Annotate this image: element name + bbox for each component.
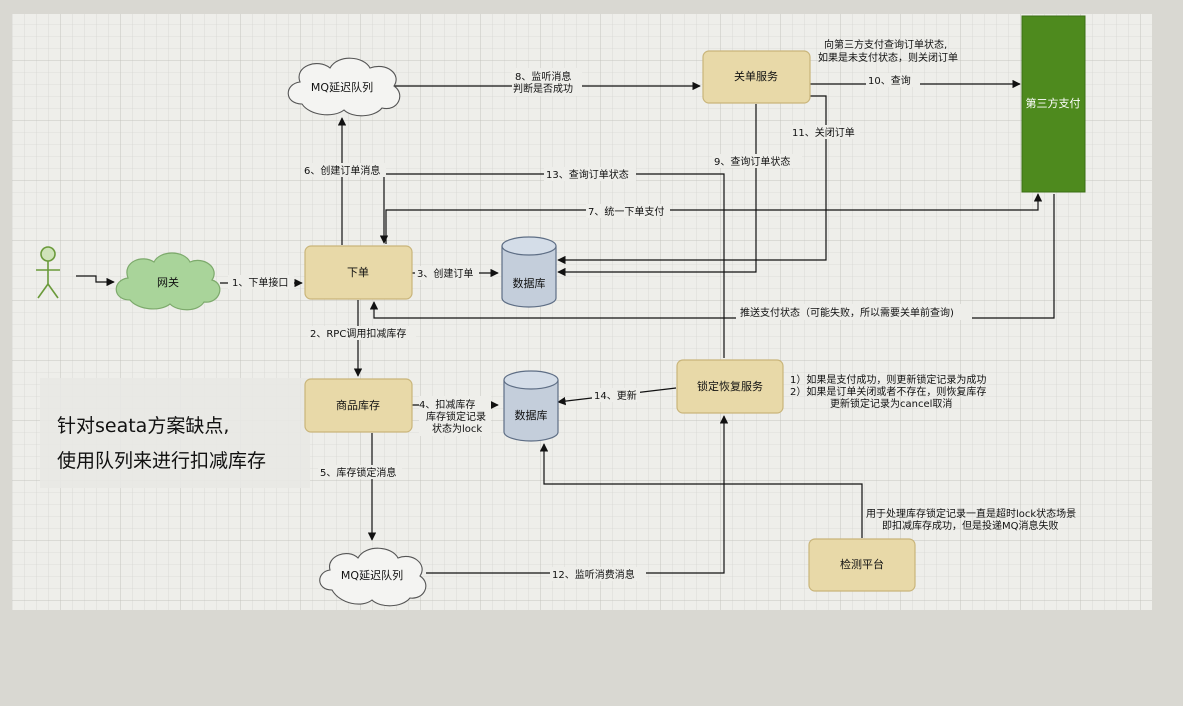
note-check-2: 即扣减库存成功，但是投递MQ消息失败 bbox=[882, 519, 1059, 532]
notes: 向第三方支付查询订单状态, 如果是未支付状态，则关闭订单 1）如果是支付成功，则… bbox=[790, 38, 1076, 532]
order-service: 下单 bbox=[304, 245, 413, 300]
edge-13-label: 13、查询订单状态 bbox=[546, 168, 629, 181]
note-check-1: 用于处理库存锁定记录一直是超时lock状态场景 bbox=[866, 507, 1076, 520]
mq-top-label: MQ延迟队列 bbox=[311, 80, 373, 94]
overlay-panel bbox=[40, 378, 310, 488]
edge-check bbox=[539, 443, 863, 538]
check-platform-label: 检测平台 bbox=[840, 557, 884, 571]
edge-3-label: 3、创建订单 bbox=[417, 267, 473, 280]
edge-user-gateway bbox=[76, 275, 115, 287]
inventory-service: 商品库存 bbox=[304, 378, 413, 433]
third-party-label: 第三方支付 bbox=[1026, 96, 1081, 110]
user-icon bbox=[36, 246, 60, 299]
gateway-label: 网关 bbox=[157, 275, 179, 289]
database-inventory: 数据库 bbox=[503, 370, 559, 442]
mq-top-cloud: MQ延迟队列 bbox=[287, 57, 401, 117]
edge-label-bgs bbox=[228, 68, 972, 581]
edge-push-label: 推送支付状态（可能失败，所以需要关单前查询) bbox=[740, 306, 954, 319]
gateway-cloud: 网关 bbox=[115, 252, 221, 311]
edge-4-label-3: 状态为lock bbox=[432, 422, 482, 435]
side-text-line-2: 使用队列来进行扣减库存 bbox=[57, 450, 267, 472]
edge-11-label: 11、关闭订单 bbox=[792, 126, 855, 139]
edge-4-label-2: 库存锁定记录 bbox=[426, 410, 486, 423]
database-order: 数据库 bbox=[501, 236, 557, 308]
third-party-payment: 第三方支付 bbox=[1021, 15, 1086, 193]
lock-recovery-service: 锁定恢复服务 bbox=[676, 359, 784, 414]
database-order-label: 数据库 bbox=[513, 276, 546, 290]
edge-8-label-1: 8、监听消息 bbox=[515, 70, 571, 83]
edge-7 bbox=[385, 193, 1043, 244]
check-platform: 检测平台 bbox=[808, 538, 916, 592]
mq-bottom-label: MQ延迟队列 bbox=[341, 568, 403, 582]
note-recovery-3: 更新锁定记录为cancel取消 bbox=[830, 397, 952, 410]
edge-8-label-2: 判断是否成功 bbox=[513, 82, 573, 95]
edge-12-label: 12、监听消费消息 bbox=[552, 568, 635, 581]
edge-4-label-1: 4、扣减库存 bbox=[419, 398, 475, 411]
note-third-party-2: 如果是未支付状态，则关闭订单 bbox=[818, 51, 958, 64]
inventory-service-label: 商品库存 bbox=[336, 398, 380, 412]
edge-9-label: 9、查询订单状态 bbox=[714, 155, 790, 168]
database-inventory-label: 数据库 bbox=[515, 408, 548, 422]
edge-2-label: 2、RPC调用扣减库存 bbox=[310, 327, 406, 340]
note-recovery-1: 1）如果是支付成功，则更新锁定记录为成功 bbox=[790, 373, 986, 386]
side-text-line-1: 针对seata方案缺点, bbox=[57, 415, 230, 437]
edge-5-label: 5、库存锁定消息 bbox=[320, 466, 396, 479]
edge-10-label: 10、查询 bbox=[868, 74, 911, 87]
note-recovery-2: 2）如果是订单关闭或者不存在，则恢复库存 bbox=[790, 385, 986, 398]
edge-1-label: 1、下单接口 bbox=[232, 276, 288, 289]
close-order-service: 关单服务 bbox=[702, 50, 811, 104]
edge-12 bbox=[426, 415, 729, 574]
mq-bottom-cloud: MQ延迟队列 bbox=[319, 547, 427, 607]
order-service-label: 下单 bbox=[347, 266, 369, 279]
edge-14-label: 14、更新 bbox=[594, 389, 637, 402]
close-order-service-label: 关单服务 bbox=[734, 69, 778, 83]
edge-7-label: 7、统一下单支付 bbox=[588, 205, 664, 218]
note-third-party-1: 向第三方支付查询订单状态, bbox=[824, 38, 947, 51]
edge-push bbox=[369, 194, 1055, 319]
edge-labels: 1、下单接口 2、RPC调用扣减库存 3、创建订单 4、扣减库存 库存锁定记录 … bbox=[232, 70, 954, 581]
edge-11 bbox=[557, 95, 827, 265]
edge-6-label: 6、创建订单消息 bbox=[304, 164, 380, 177]
lock-recovery-label: 锁定恢复服务 bbox=[697, 379, 763, 393]
